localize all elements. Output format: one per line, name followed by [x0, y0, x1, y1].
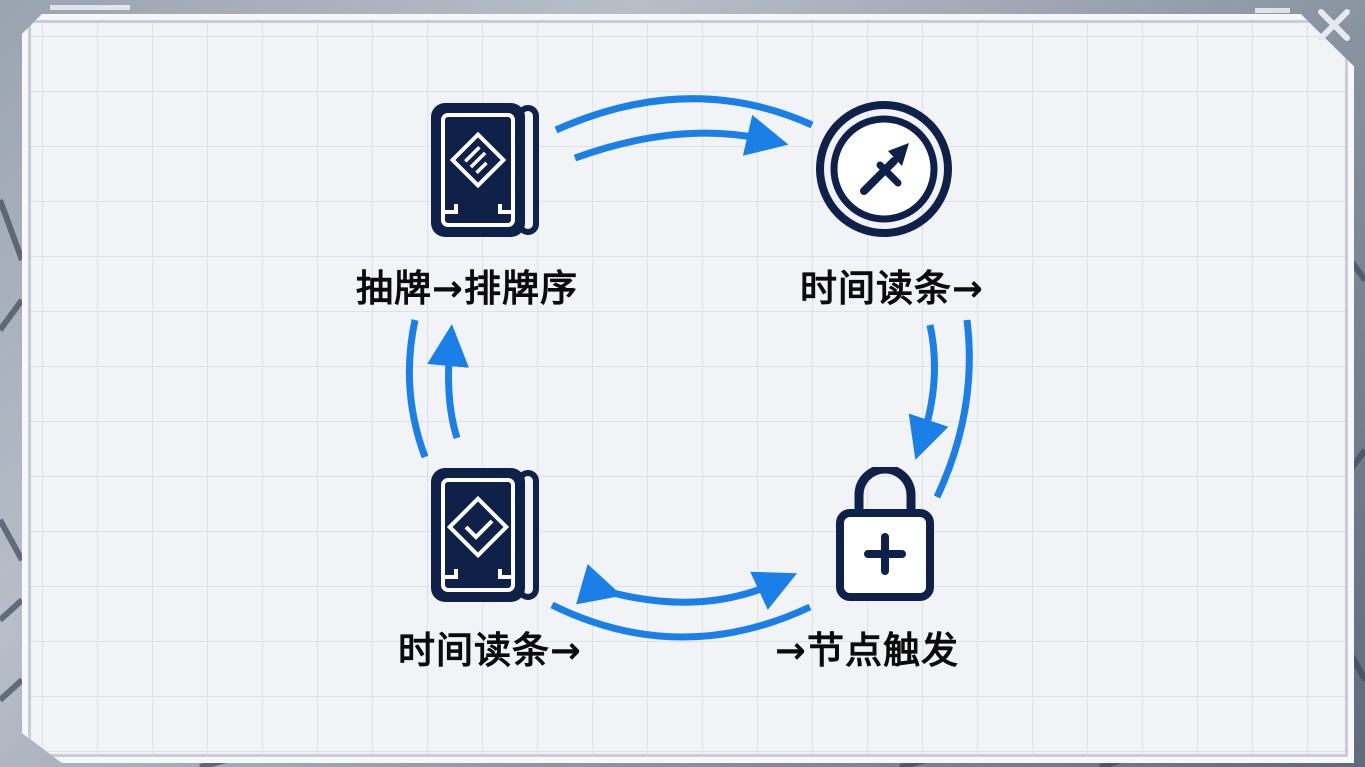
- lock-plus-icon: [836, 467, 934, 601]
- card-deck-icon: [431, 103, 539, 237]
- arrow-left-inner: [427, 324, 470, 440]
- node-label-time-bar-bottom: 时间读条→: [398, 629, 583, 672]
- node-label-time-bar-top: 时间读条→: [800, 267, 985, 310]
- arrow-right-inner: [908, 324, 949, 460]
- node-label-draw-cards: 抽牌→排牌序: [356, 267, 579, 310]
- circle-arrow-icon: [816, 101, 952, 237]
- arrow-bottom-outer: [550, 601, 812, 641]
- arrow-right-outer: [933, 319, 973, 499]
- arrow-top-inner: [573, 114, 789, 162]
- card-check-icon: [431, 468, 539, 602]
- arrow-left-outer: [405, 319, 429, 459]
- arrow-bottom-inner: [576, 564, 798, 610]
- arrow-top-outer: [554, 95, 814, 134]
- close-icon[interactable]: [1315, 6, 1353, 44]
- node-label-node-trigger: →节点触发: [775, 629, 960, 672]
